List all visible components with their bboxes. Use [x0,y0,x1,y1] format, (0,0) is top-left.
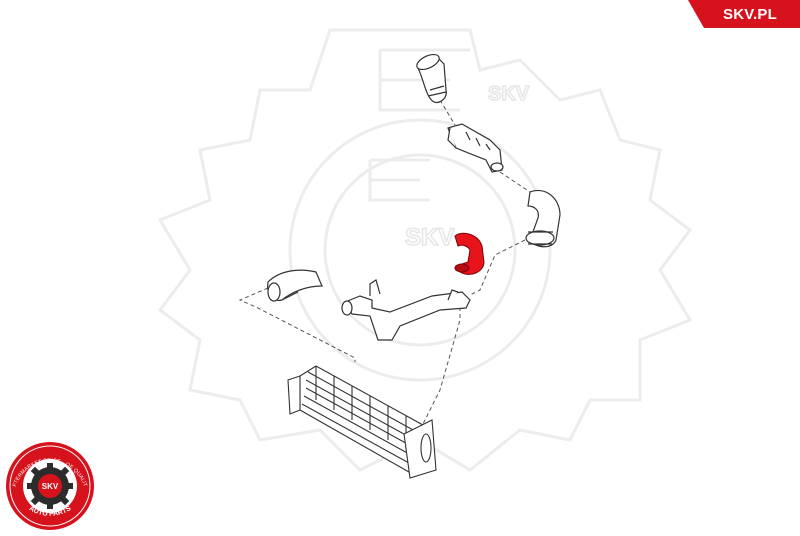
charge-air-hose-highlighted [454,232,485,275]
upper-charge-hose [525,189,561,248]
lower-charge-hose [267,269,323,302]
quality-seal-icon: SKV AFTERMARKET PRICE · OE QUALITY AUTO … [0,426,94,530]
intake-elbow-hose [416,53,447,103]
watermark-gear-icon [157,28,693,472]
leader-lines [238,99,531,431]
brand-tag[interactable]: SKV.PL [688,0,800,28]
gear-icon [27,463,73,509]
seal-center-text: SKV [42,482,59,491]
turbo-outlet-pipe [447,123,504,173]
quality-seal: SKV AFTERMARKET PRICE · OE QUALITY AUTO … [0,426,100,531]
intercooler-pipe [341,279,471,341]
watermark-text-center: SKV [405,224,454,251]
intercooler [287,365,437,479]
watermark-text: SKV [488,83,530,105]
brand-tag-shape-icon [688,0,800,28]
brand-tag-label: SKV.PL [722,5,777,23]
